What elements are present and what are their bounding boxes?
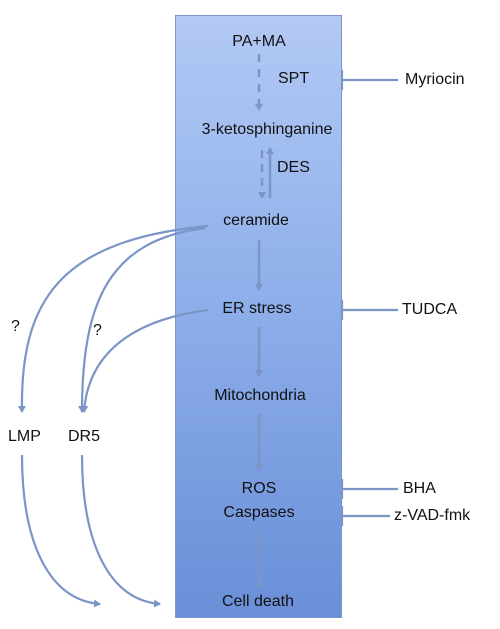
inhibition-bha [340, 479, 398, 499]
arrow-ceramide-to-dr5 [78, 226, 206, 413]
node-caspases: Caspases [223, 504, 295, 521]
enzyme-spt: SPT [278, 70, 310, 87]
node-mitochondria: Mitochondria [214, 387, 306, 404]
arrow-er-stress-to-dr5 [80, 308, 209, 413]
node-dr5: DR5 [68, 428, 101, 445]
node-er-stress: ER stress [222, 300, 292, 317]
enzyme-des: DES [277, 159, 310, 176]
inhibitor-bha: BHA [403, 480, 436, 497]
node-ketosphinganine: 3-ketosphinganine [201, 121, 333, 138]
arrow-ceramide-to-lmp [17, 224, 209, 413]
inhibition-tudca [340, 300, 398, 320]
arrow-dr5-to-cell-death [80, 454, 161, 608]
inhibition-zvad [340, 506, 390, 526]
unknown-link-lmp: ? [11, 318, 20, 335]
inhibition-myriocin [340, 70, 398, 90]
unknown-link-dr5: ? [93, 322, 102, 339]
arrow-lmp-to-cell-death [20, 454, 101, 608]
node-ceramide: ceramide [223, 212, 289, 229]
inhibitor-tudca: TUDCA [402, 301, 458, 318]
pathway-column [175, 15, 342, 618]
node-substrates: PA+MA [232, 33, 286, 50]
node-ros: ROS [241, 480, 277, 497]
inhibitor-myriocin: Myriocin [405, 71, 465, 88]
node-cell-death: Cell death [221, 593, 295, 610]
node-lmp: LMP [8, 428, 41, 445]
inhibitor-zvad: z-VAD-fmk [394, 507, 471, 524]
